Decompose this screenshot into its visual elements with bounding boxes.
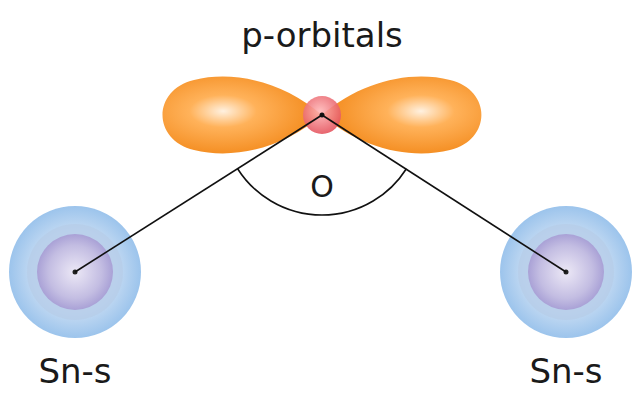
oxygen-center [320, 113, 325, 118]
oxygen-atom [303, 96, 341, 134]
orbital-label: Sn-s [529, 353, 602, 390]
p-orbital-lobes [163, 77, 482, 154]
orbital-label: p-orbitals [241, 17, 403, 54]
angle-label: O [310, 170, 334, 203]
orbital-label: Sn-s [38, 353, 111, 390]
bond-lines [75, 115, 566, 272]
